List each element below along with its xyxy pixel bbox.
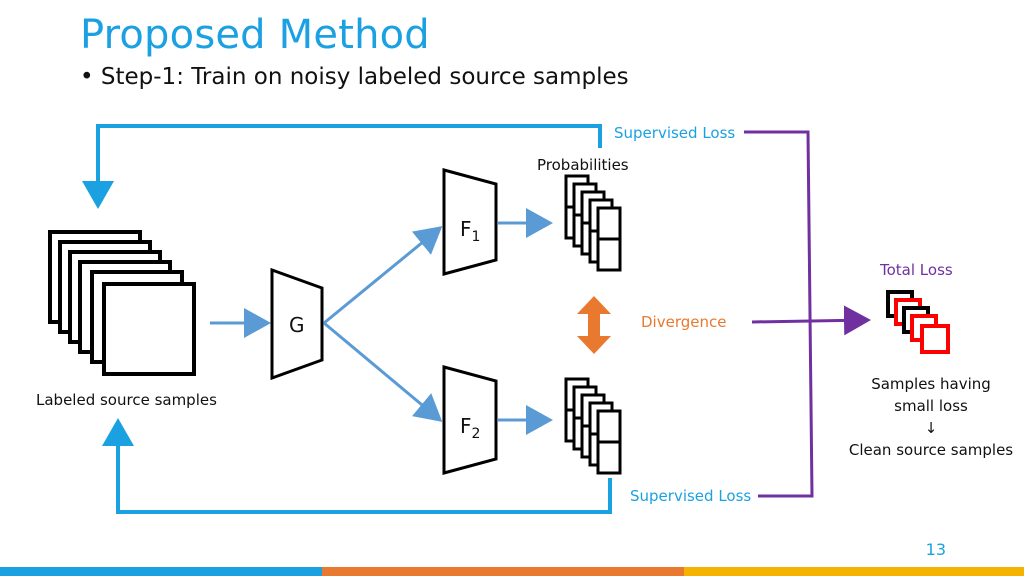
supervised-loss-bottom-label: Supervised Loss	[630, 487, 752, 505]
divergence-to-total-arrow	[751, 305, 871, 336]
bullet-marker: •	[80, 64, 94, 90]
f1-subscript: 1	[471, 229, 481, 245]
f1-network	[442, 168, 498, 276]
slide-title: Proposed Method	[80, 12, 430, 58]
g-network	[270, 267, 324, 381]
f2-letter: F	[460, 414, 472, 438]
probabilities-stack-f2	[564, 377, 622, 475]
clean-source-line: Clean source samples	[848, 441, 1014, 459]
bottom-loop-arrow	[102, 418, 612, 514]
total-loss-connector-top	[744, 130, 814, 498]
f2-label: F2	[460, 414, 480, 442]
clean-samples-stack	[886, 290, 950, 354]
f1-letter: F	[460, 217, 472, 241]
labeled-source-stack	[48, 230, 196, 376]
bullet-step1: • Step-1: Train on noisy labeled source …	[80, 64, 629, 90]
f1-label: F1	[460, 217, 480, 245]
divergence-double-arrow	[577, 296, 611, 354]
labeled-source-label: Labeled source samples	[36, 391, 217, 409]
footer-bar-blue	[0, 567, 322, 576]
page-number: 13	[925, 540, 946, 559]
divergence-label: Divergence	[641, 313, 727, 331]
supervised-loss-top-label: Supervised Loss	[614, 124, 736, 142]
g-to-f2-arrow	[323, 321, 443, 422]
top-loop-arrow	[82, 124, 602, 209]
g-label: G	[289, 313, 305, 337]
probabilities-stack-f1	[564, 174, 622, 272]
samples-small-loss-line2: small loss	[894, 397, 968, 415]
clean-samples-caption: Samples having small loss ↓ Clean source…	[842, 373, 1020, 461]
bullet-text: Step-1: Train on noisy labeled source sa…	[100, 64, 629, 90]
total-loss-label: Total Loss	[880, 261, 953, 279]
g-to-f1-arrow	[323, 226, 443, 325]
footer-bar-yellow	[684, 567, 1024, 576]
footer-bar-orange	[322, 567, 684, 576]
samples-small-loss-line1: Samples having	[871, 375, 991, 393]
f2-network	[442, 365, 498, 475]
probabilities-label: Probabilities	[537, 156, 629, 174]
f2-subscript: 2	[471, 426, 481, 442]
down-arrow-glyph: ↓	[924, 419, 938, 437]
